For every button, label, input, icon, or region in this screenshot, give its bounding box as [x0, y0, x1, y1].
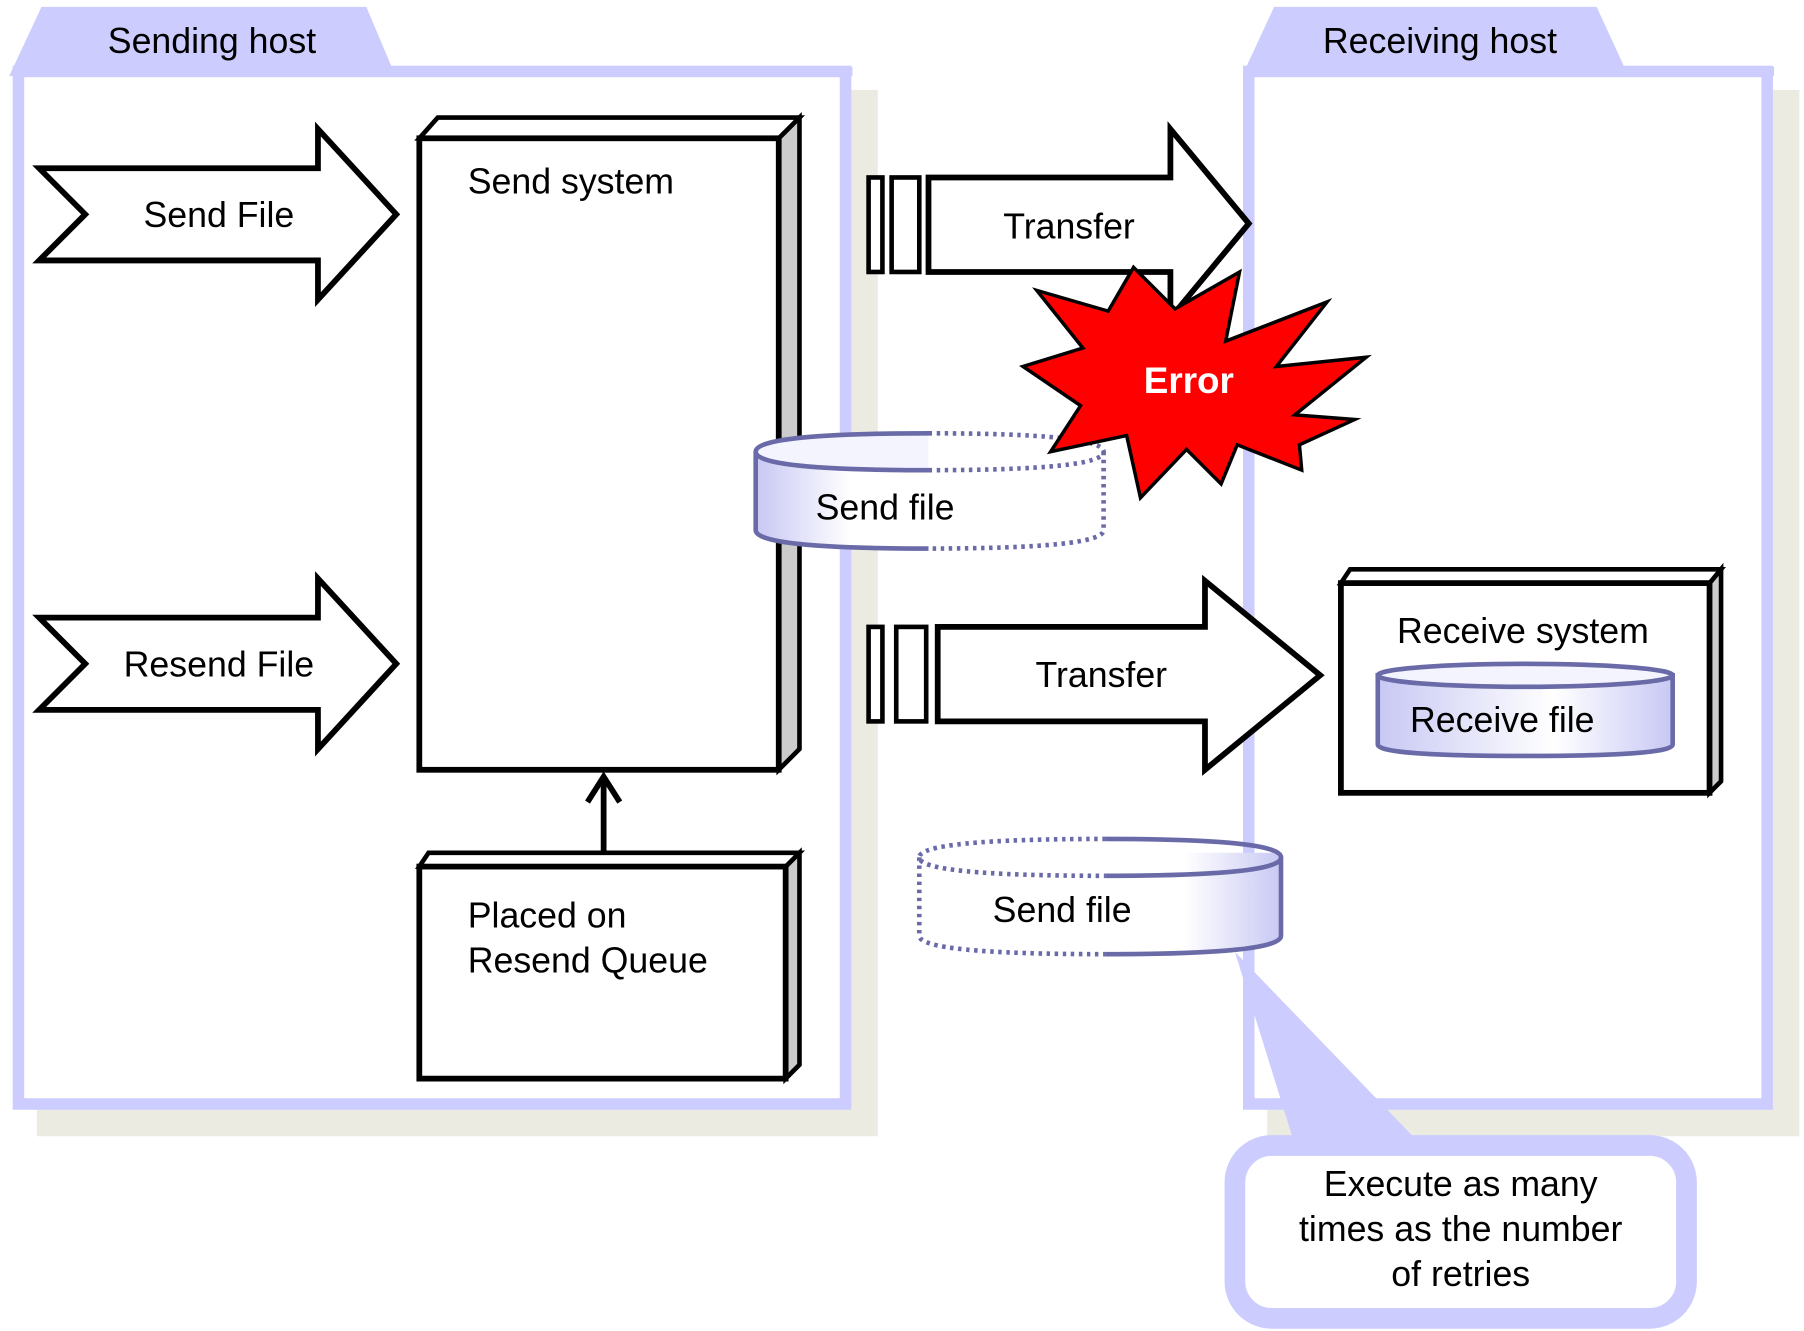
resend-file-arrow: Resend File: [32, 571, 401, 757]
callout-line3: of retries: [1391, 1254, 1530, 1294]
retry-transfer-arrow: Transfer: [866, 574, 1325, 776]
resend-queue-label-line1: Placed on: [468, 896, 627, 936]
resend-queue-box: Placed on Resend Queue: [415, 847, 806, 1085]
sending-host-tab: [9, 6, 853, 77]
callout-line1: Execute as many: [1324, 1164, 1598, 1204]
callout-line2: times as the number: [1299, 1209, 1623, 1249]
receive-system-box: Receive system Receive file: [1336, 562, 1726, 799]
send-file-retry-label: Send file: [993, 890, 1132, 930]
failed-transfer-arrow: Transfer: [866, 121, 1253, 327]
send-system-box: Send system: [414, 111, 806, 776]
error-label: Error: [1144, 360, 1234, 401]
send-file-cylinder-failed: Send file: [753, 430, 1106, 551]
send-file-arrow-label: Send File: [143, 195, 294, 235]
receive-file-label: Receive file: [1410, 700, 1595, 740]
receive-file-cylinder: Receive file: [1375, 661, 1675, 759]
retry-count-callout: Execute as many times as the number of r…: [1224, 951, 1697, 1329]
send-file-failed-label: Send file: [816, 488, 955, 528]
send-file-cylinder-retry: Send file: [916, 836, 1284, 957]
receiving-host-tab: [1244, 6, 1775, 77]
resend-queue-label-line2: Resend Queue: [468, 941, 708, 981]
queue-to-send-system-arrow: [585, 771, 623, 856]
error-starburst: Error: [1019, 264, 1372, 502]
sending-host-title: Sending host: [108, 21, 316, 61]
receiving-host-title: Receiving host: [1323, 21, 1557, 61]
receive-system-label: Receive system: [1397, 611, 1649, 651]
failed-transfer-label: Transfer: [1003, 207, 1135, 247]
send-system-label: Send system: [468, 162, 674, 202]
resend-file-arrow-label: Resend File: [124, 644, 314, 684]
send-file-arrow: Send File: [32, 121, 401, 308]
retry-transfer-label: Transfer: [1035, 655, 1167, 695]
